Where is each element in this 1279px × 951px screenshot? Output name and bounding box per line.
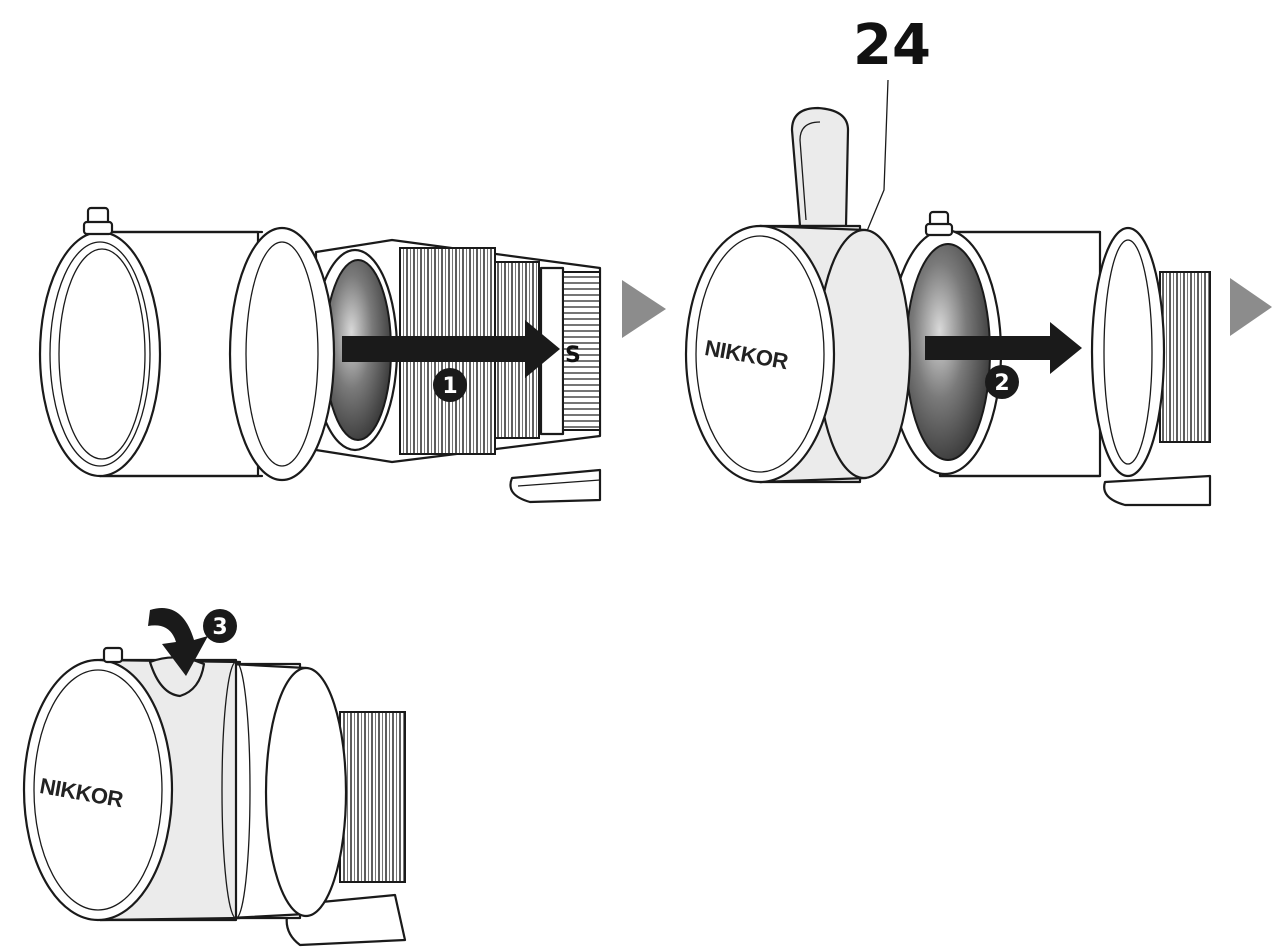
step-number-icon: 1 bbox=[433, 368, 467, 402]
locking-knob bbox=[102, 646, 124, 664]
step-1-label: 1 bbox=[442, 374, 457, 399]
lens-barrel bbox=[285, 711, 407, 947]
lens-hood bbox=[38, 206, 336, 482]
step-number-icon: 2 bbox=[985, 365, 1019, 399]
push-arrow-icon bbox=[925, 322, 1082, 374]
push-arrow-icon bbox=[342, 320, 560, 378]
panel-step-3: NIKKOR 3 bbox=[22, 608, 407, 947]
lens-with-hood-and-cap: NIKKOR bbox=[22, 646, 348, 922]
next-arrow-icon bbox=[622, 280, 666, 338]
next-arrow-icon bbox=[1230, 278, 1272, 336]
panel-step-1: S 1 bbox=[38, 206, 602, 504]
panel-step-2: 24 NIKKOR bbox=[684, 13, 1212, 507]
step-2-label: 2 bbox=[994, 371, 1009, 396]
focus-scale-letter: S bbox=[565, 343, 581, 368]
lens-cap: NIKKOR bbox=[684, 106, 912, 484]
tripod-foot bbox=[509, 468, 602, 504]
cap-strap bbox=[790, 106, 850, 228]
step-3-label: 3 bbox=[212, 615, 227, 640]
callout-number: 24 bbox=[853, 13, 931, 78]
tripod-foot bbox=[1103, 474, 1212, 507]
press-arrow-icon bbox=[148, 608, 208, 676]
step-number-icon: 3 bbox=[203, 609, 237, 643]
